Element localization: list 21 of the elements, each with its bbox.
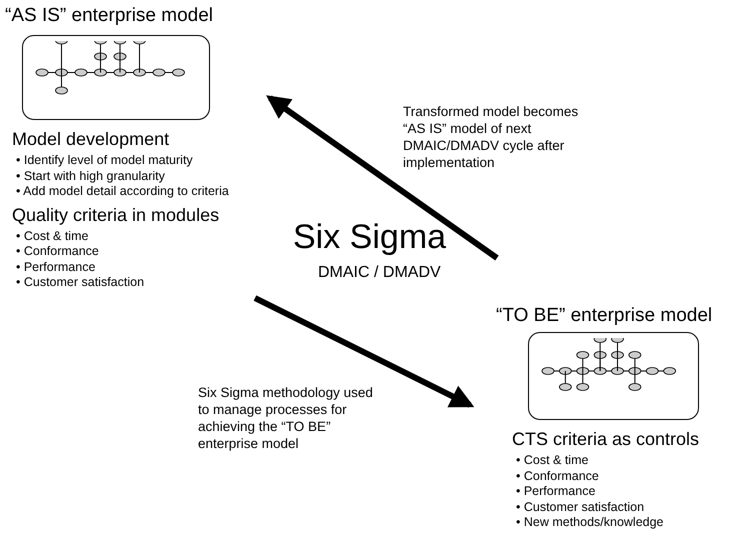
arrow (254, 295, 474, 408)
section-heading: Model development (12, 128, 170, 150)
bullet-item: • Customer satisfaction (16, 275, 146, 290)
subtitle-text: DMAIC / DMADV (318, 264, 441, 282)
node-heading: “TO BE” enterprise model (496, 305, 712, 327)
bullet-item: • Customer satisfaction (516, 500, 646, 515)
bullet-item: • Performance (516, 484, 596, 500)
bullet-item: • Add model detail according to criteria (16, 184, 229, 200)
bullet-item: • Identify level of model maturity (16, 153, 194, 168)
section-heading: CTS criteria as controls (512, 428, 700, 450)
section-heading: Quality criteria in modules (12, 204, 220, 226)
bullet-item: • New methods/knowledge (516, 515, 665, 530)
node-heading: “AS IS” enterprise model (5, 5, 214, 27)
bullet-item: • Performance (16, 260, 96, 275)
bullet-item: • Conformance (516, 468, 600, 484)
bullet-item: • Cost & time (16, 228, 90, 244)
bullet-item: • Conformance (16, 244, 100, 260)
bullet-item: • Cost & time (516, 453, 590, 468)
arrow (266, 95, 499, 260)
bullet-item: • Start with high granularity (16, 168, 166, 184)
title-text: Six Sigma (293, 218, 446, 257)
